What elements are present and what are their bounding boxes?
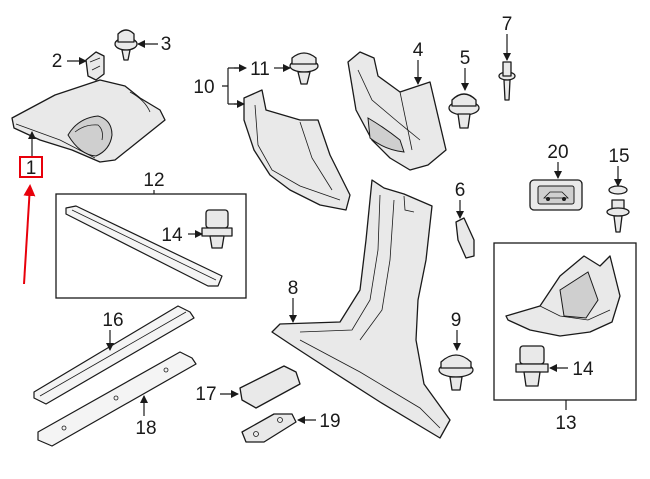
callout-7: 7 — [502, 14, 513, 35]
part-6-trim-piece — [455, 217, 475, 259]
callout-16: 16 — [102, 310, 123, 331]
part-11-push-clip — [289, 52, 319, 85]
part-18-strip — [37, 351, 197, 447]
callout-3: 3 — [161, 34, 172, 55]
callout-10: 10 — [193, 77, 214, 98]
part-9-clip — [438, 354, 474, 391]
part-2-clip — [85, 51, 105, 81]
callout-15: 15 — [608, 146, 629, 167]
callout-4: 4 — [413, 40, 424, 61]
callout-9: 9 — [451, 310, 462, 331]
part-5-clip — [448, 93, 480, 129]
part-19-bracket — [241, 413, 297, 443]
callout-12: 12 — [143, 170, 164, 191]
callout-8: 8 — [288, 278, 299, 299]
part-10-pillar-trim — [243, 89, 351, 211]
callout-5: 5 — [460, 48, 471, 69]
part-1-upper-trim — [11, 79, 166, 163]
callout-labels: 1 2 3 4 5 6 7 8 9 10 11 12 13 14 14 15 1… — [26, 14, 630, 439]
part-4-trim-panel — [347, 51, 447, 171]
callout-18: 18 — [135, 418, 156, 439]
callout-1: 1 — [26, 158, 37, 179]
part-3-push-clip — [114, 29, 138, 61]
part-14-clip-a — [201, 209, 233, 249]
callout-14-b: 14 — [572, 359, 594, 380]
part-8-pillar-lower — [271, 179, 451, 439]
callout-13: 13 — [555, 413, 576, 434]
part-7-rivet — [498, 61, 516, 101]
highlight-callout-1 — [19, 156, 43, 285]
callout-2: 2 — [52, 51, 63, 72]
callout-6: 6 — [455, 180, 466, 201]
part-16-strip — [33, 305, 195, 405]
callout-11: 11 — [250, 59, 270, 80]
callout-19: 19 — [319, 411, 340, 432]
callout-20: 20 — [547, 142, 568, 163]
callout-14-a: 14 — [161, 225, 183, 246]
part-20-module — [529, 179, 583, 211]
box-12-group — [55, 193, 247, 299]
part-17-pad — [239, 365, 301, 409]
callout-17: 17 — [195, 384, 216, 405]
part-15-screw-clip — [606, 185, 630, 233]
leader-lines — [28, 34, 622, 424]
part-14-clip-b — [515, 345, 549, 387]
box-13-group — [493, 242, 637, 401]
